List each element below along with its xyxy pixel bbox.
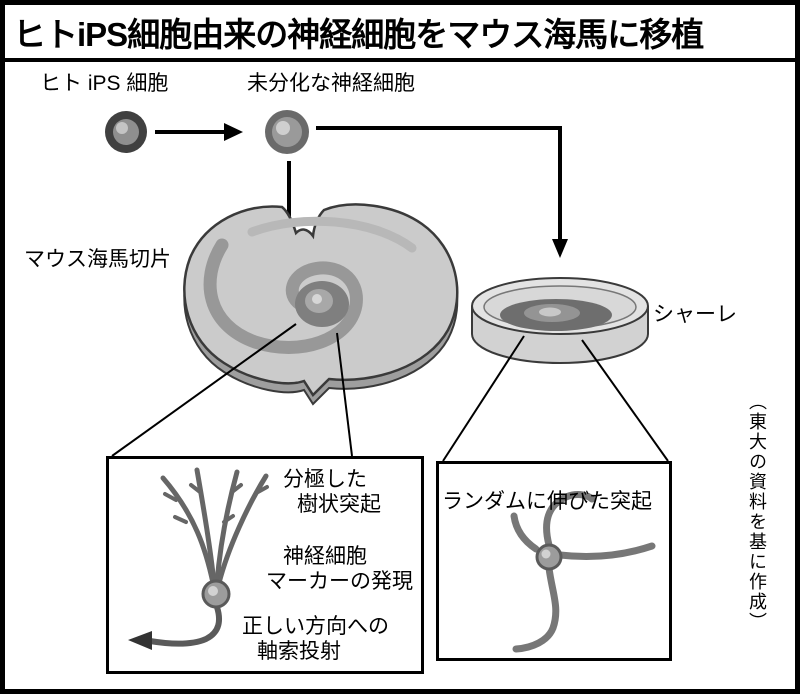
mouse-hippocampus-label: マウス海馬切片	[24, 248, 171, 271]
axon-label-line2: 軸索投射	[257, 640, 341, 663]
random-neuron-drawing	[510, 491, 656, 653]
dish-culture-spot	[500, 299, 612, 331]
axon-label-line1: 正しい方向への	[242, 615, 389, 638]
correct-growth-box	[106, 456, 424, 674]
petri-dish-label: シャーレ	[653, 303, 737, 326]
petri-dish-drawing	[471, 277, 649, 364]
ips-cell-icon	[105, 111, 147, 153]
page-title: ヒトiPS細胞由来の神経細胞をマウス海馬に移植	[13, 16, 704, 53]
marker-label-line1: 神経細胞	[283, 545, 367, 568]
source-credit: （東大の資料を基に作成）	[747, 392, 767, 632]
dendrite-label-line2: 樹状突起	[297, 493, 381, 516]
axon-direction-arrow-icon	[128, 631, 152, 650]
hippocampus-slice-drawing	[183, 203, 459, 406]
ips-cell-label: ヒト iPS 細胞	[40, 72, 169, 95]
neural-cell-icon	[265, 110, 309, 154]
dendrite-label-line1: 分極した	[283, 468, 367, 491]
arrow-corner-to-dish-icon	[316, 126, 568, 258]
slice-injection-site	[295, 281, 349, 327]
random-processes-label: ランダムに伸びた突起	[442, 490, 652, 513]
leader-lines	[111, 323, 669, 462]
marker-label-line2: マーカーの発現	[266, 570, 413, 593]
title-underline	[0, 58, 800, 62]
polarized-neuron-drawing	[128, 467, 269, 650]
undifferentiated-neuron-label: 未分化な神経細胞	[247, 72, 415, 95]
arrow-right-icon	[155, 123, 243, 141]
